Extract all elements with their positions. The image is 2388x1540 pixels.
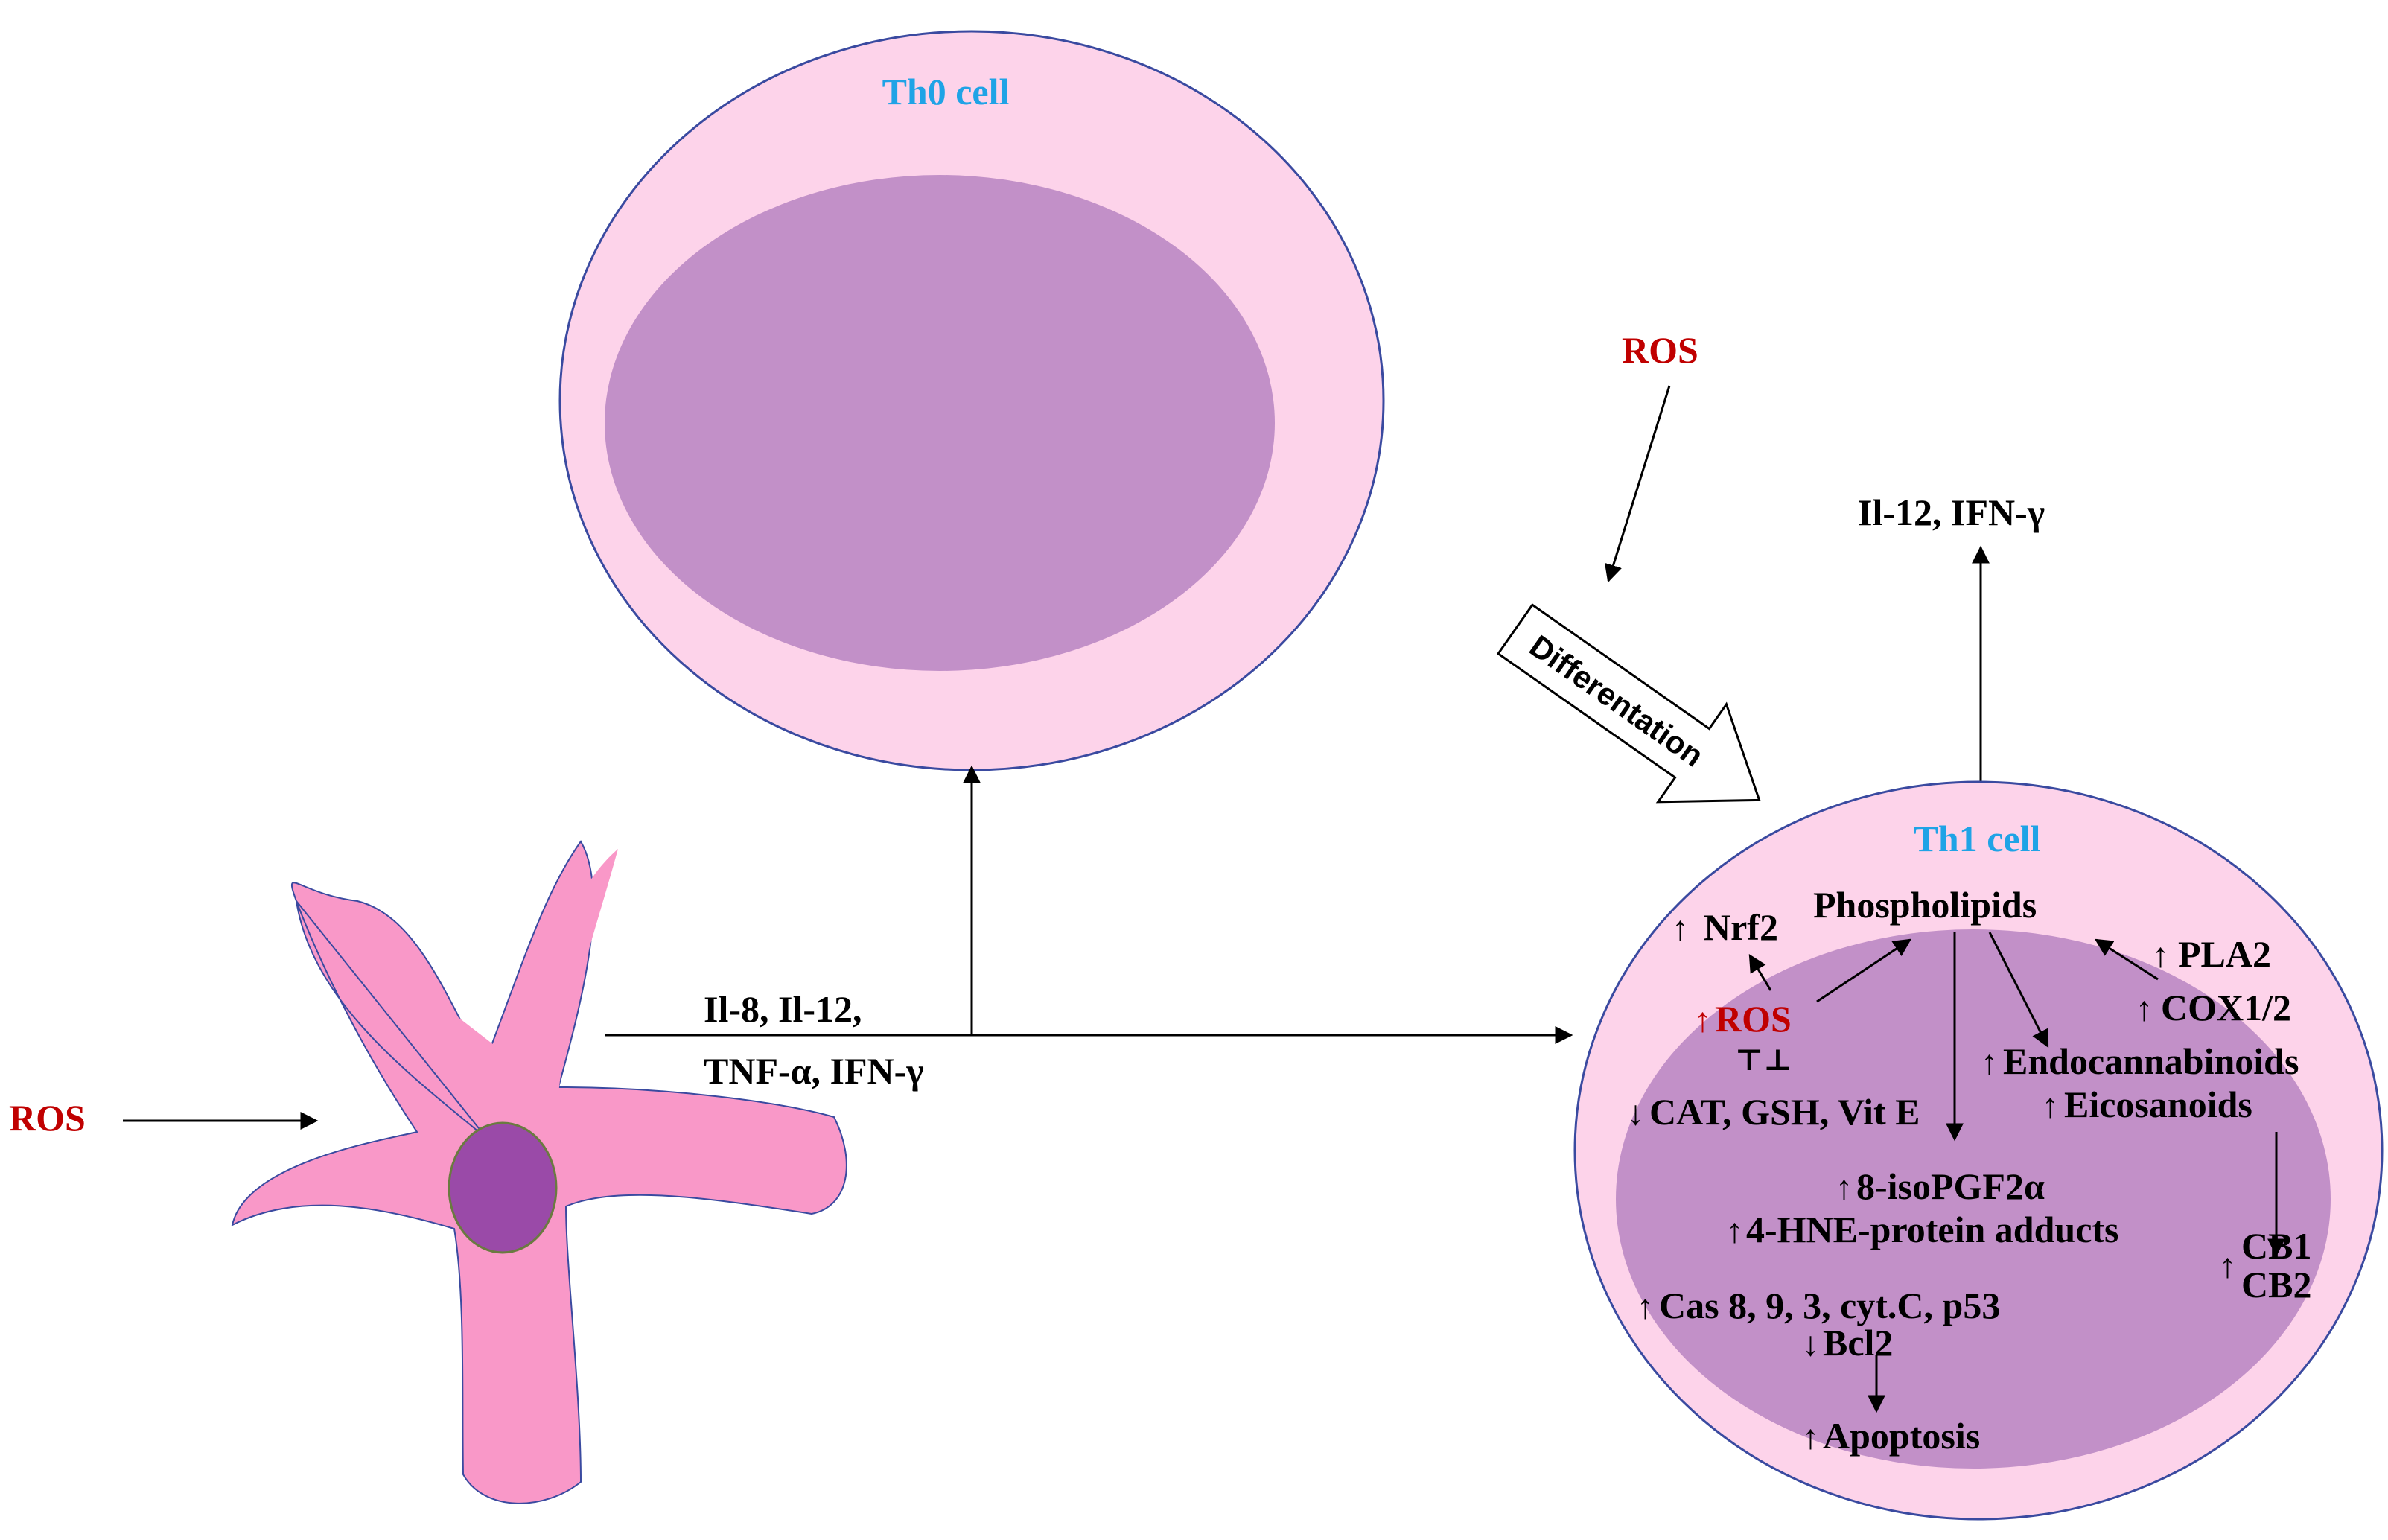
antioxidants-label: CAT, GSH, Vit E: [1649, 1091, 1920, 1133]
ros-top-arrow: [1604, 385, 1671, 583]
dendritic-cell-top-arms: [298, 849, 618, 1095]
phospholipids-label: Phospholipids: [1813, 884, 2037, 926]
th0-cell-nucleus: [605, 175, 1275, 671]
hne-up-marker: ↑: [1726, 1212, 1743, 1250]
cox-up-marker: ↑: [2136, 990, 2153, 1028]
antioxidants-down-marker: ↓: [1627, 1094, 1644, 1132]
ros-to-nrf2-arrow: [1748, 953, 1772, 991]
phospholipids-to-endocannabinoids-arrow: [1988, 932, 2049, 1049]
ros-inner-up-marker: ↑: [1694, 1001, 1711, 1039]
cytokines-line1: Il-8, Il-12,: [704, 988, 862, 1030]
cb-up-marker: ↑: [2219, 1247, 2236, 1285]
th1-cell-label: Th1 cell: [1914, 818, 2041, 859]
differentiation-label: Differentation: [1523, 628, 1710, 773]
eicosanoids-up-marker: ↑: [2042, 1086, 2059, 1124]
dendritic-cell: [231, 840, 847, 1504]
ros-top-label: ROS: [1622, 329, 1698, 371]
differentiation-group: ROS Differentation: [1496, 329, 1761, 804]
apoptosis-up-marker: ↑: [1802, 1418, 1819, 1456]
ros-inner-label: ROS: [1715, 998, 1792, 1040]
th0-cell-label: Th0 cell: [882, 71, 1010, 112]
th0-cell: Th0 cell: [558, 30, 1385, 771]
cox-label: COX1/2: [2161, 987, 2291, 1028]
cb2-label: CB2: [2241, 1264, 2311, 1305]
isopgf-label: 8-isoPGF2α: [1856, 1165, 2045, 1207]
nrf2-up-marker: ↑: [1672, 909, 1689, 947]
ros-to-phospholipids-arrow: [1816, 938, 1911, 1003]
pla2-label: PLA2: [2178, 933, 2271, 975]
nrf2-label: Nrf2: [1704, 906, 1778, 948]
th1-output-group: Il-12, IFN-γ: [1858, 491, 2045, 793]
endocannabinoids-label: Endocannabinoids: [2003, 1040, 2299, 1082]
differentiation-arrow: Differentation: [1496, 603, 1761, 804]
ros-left-group: ROS: [9, 1097, 319, 1139]
cytokine-arrows: Il-8, Il-12, TNF-α, IFN-γ: [605, 765, 1573, 1092]
th1-cell: Th1 cell ↑ Nrf2 Phospholipids ↑ PLA2 ↑ C…: [1573, 780, 2384, 1521]
endocannabinoids-up-marker: ↑: [1981, 1043, 1998, 1081]
eicosanoids-label: Eicosanoids: [2064, 1084, 2252, 1125]
pla2-up-marker: ↑: [2152, 936, 2169, 974]
isopgf-up-marker: ↑: [1835, 1168, 1853, 1206]
caspases-label: Cas 8, 9, 3, cyt.C, p53: [1659, 1285, 2000, 1326]
inhibition-symbol: ⊤⊥: [1735, 1043, 1792, 1077]
cytokines-line2: TNF-α, IFN-γ: [704, 1050, 924, 1092]
th1-cell-nucleus: [1616, 929, 2331, 1469]
hne-label: 4-HNE-protein adducts: [1746, 1209, 2119, 1250]
cox-to-phospholipids-arrow: [2094, 938, 2159, 981]
ros-left-label: ROS: [9, 1097, 86, 1139]
bcl2-label: Bcl2: [1823, 1322, 1893, 1364]
cb1-label: CB1: [2241, 1225, 2311, 1267]
th1-output-label: Il-12, IFN-γ: [1858, 491, 2045, 533]
apoptosis-label: Apoptosis: [1823, 1415, 1980, 1457]
caspases-up-marker: ↑: [1637, 1288, 1654, 1326]
bcl2-down-marker: ↓: [1802, 1325, 1819, 1363]
dendritic-cell-nucleus: [448, 1121, 558, 1254]
